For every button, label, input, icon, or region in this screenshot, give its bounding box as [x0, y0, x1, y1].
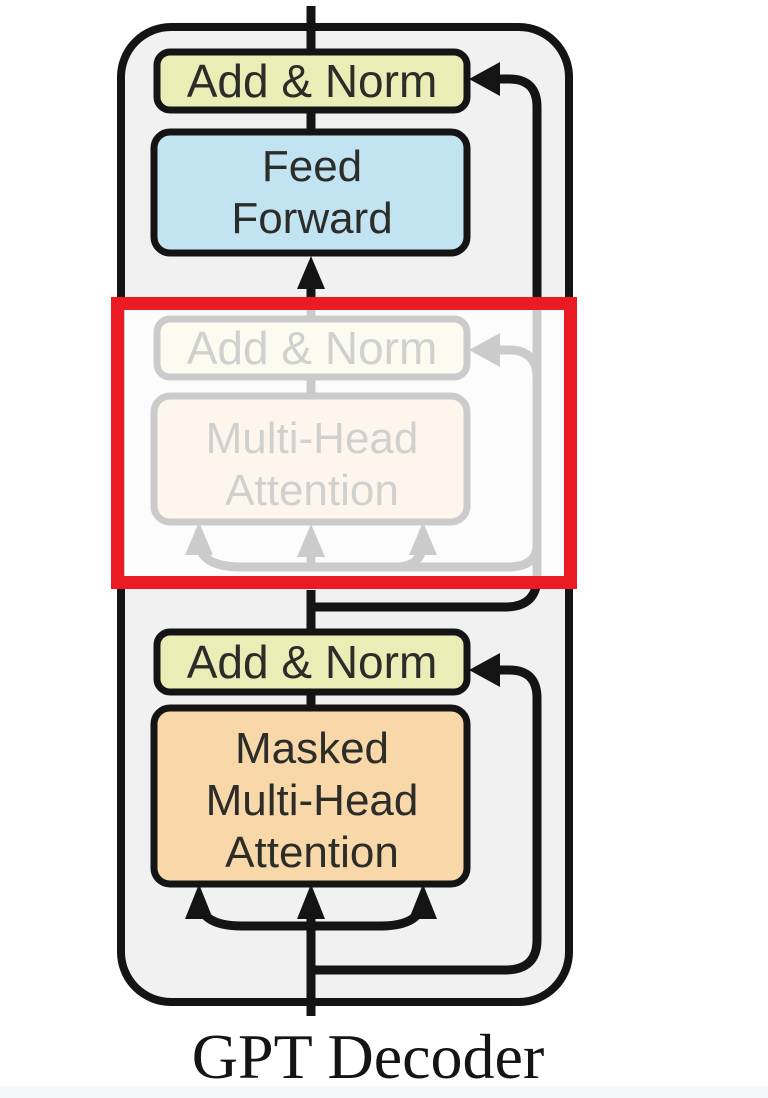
page-band — [0, 1086, 768, 1098]
removed-highlight-rect — [111, 297, 577, 589]
arrow-into-top-addnorm — [469, 62, 500, 96]
arrow-into-bottom-addnorm — [469, 653, 500, 687]
feed-forward-label-line2: Forward — [231, 194, 392, 243]
bottom-add-norm-label: Add & Norm — [187, 636, 438, 688]
masked-mha-box — [150, 704, 471, 888]
diagram-caption: GPT Decoder — [192, 1021, 545, 1092]
top-add-norm-box — [153, 48, 471, 114]
feed-forward-box — [150, 128, 471, 257]
masked-mha-label-line3: Attention — [225, 828, 399, 877]
top-add-norm-label: Add & Norm — [187, 55, 438, 107]
removed-section-fade-overlay — [100, 297, 580, 589]
arrow-into-ff — [297, 256, 325, 289]
mmha-fork-arrow-center — [297, 884, 325, 919]
feed-forward-label-line1: Feed — [262, 142, 362, 191]
mmha-fork-arrow-right — [409, 884, 437, 919]
mmha-fork-arrow-left — [185, 884, 213, 919]
masked-mha-label-line2: Multi-Head — [206, 776, 419, 825]
bottom-add-norm-box — [153, 628, 471, 696]
mmha-residual-path — [311, 665, 542, 975]
masked-mha-label-line1: Masked — [235, 724, 389, 773]
